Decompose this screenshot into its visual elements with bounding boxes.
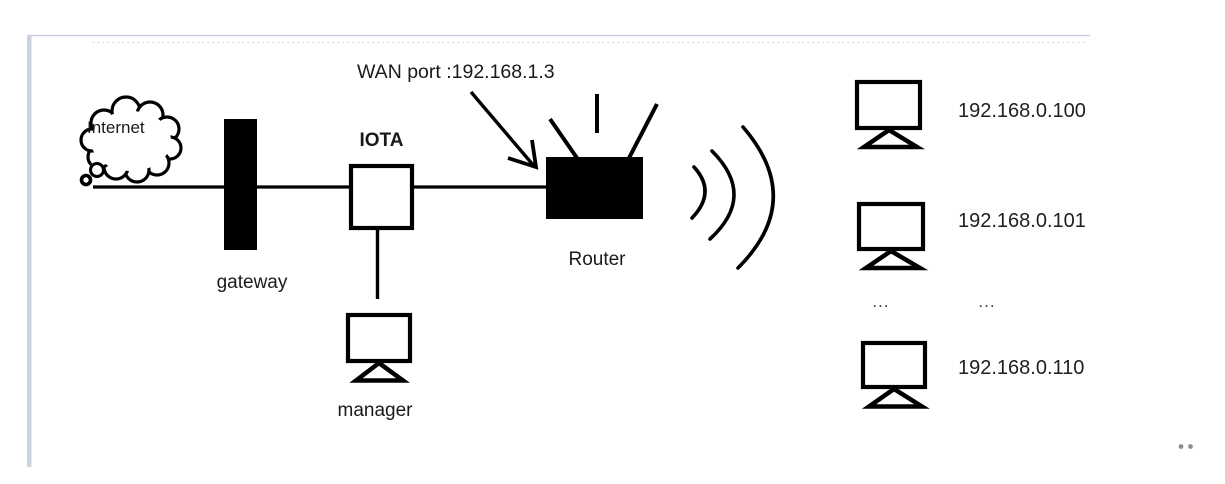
manager-label: manager (337, 400, 413, 421)
host-ip-3: 192.168.0.110 (958, 357, 1085, 379)
wifi-waves-icon (690, 125, 776, 270)
host-ip-2: 192.168.0.101 (958, 210, 1086, 232)
wan-port-annotation: WAN port :192.168.1.3 (357, 61, 555, 83)
host-column-ellipsis: ... (872, 292, 890, 311)
gateway-label: gateway (216, 272, 288, 293)
wan-arrow (469, 90, 539, 170)
internet-label: Internet (87, 118, 145, 137)
iota-device-icon (348, 163, 415, 231)
router-label: Router (568, 249, 626, 270)
panel-left-bar (27, 35, 32, 467)
host-ip-1: 192.168.0.100 (958, 100, 1086, 122)
router-icon (546, 94, 659, 219)
internet-cloud-icon (79, 95, 183, 187)
iota-label: IOTA (359, 130, 404, 151)
host-computer-icon-3 (860, 340, 930, 409)
ip-column-ellipsis: ... (978, 292, 996, 311)
more-dots-icon[interactable] (1178, 444, 1193, 449)
gateway-icon (224, 119, 257, 250)
host-computer-icon-2 (856, 201, 929, 271)
manager-computer-icon (345, 312, 413, 383)
host-computer-icon-1 (854, 79, 926, 150)
